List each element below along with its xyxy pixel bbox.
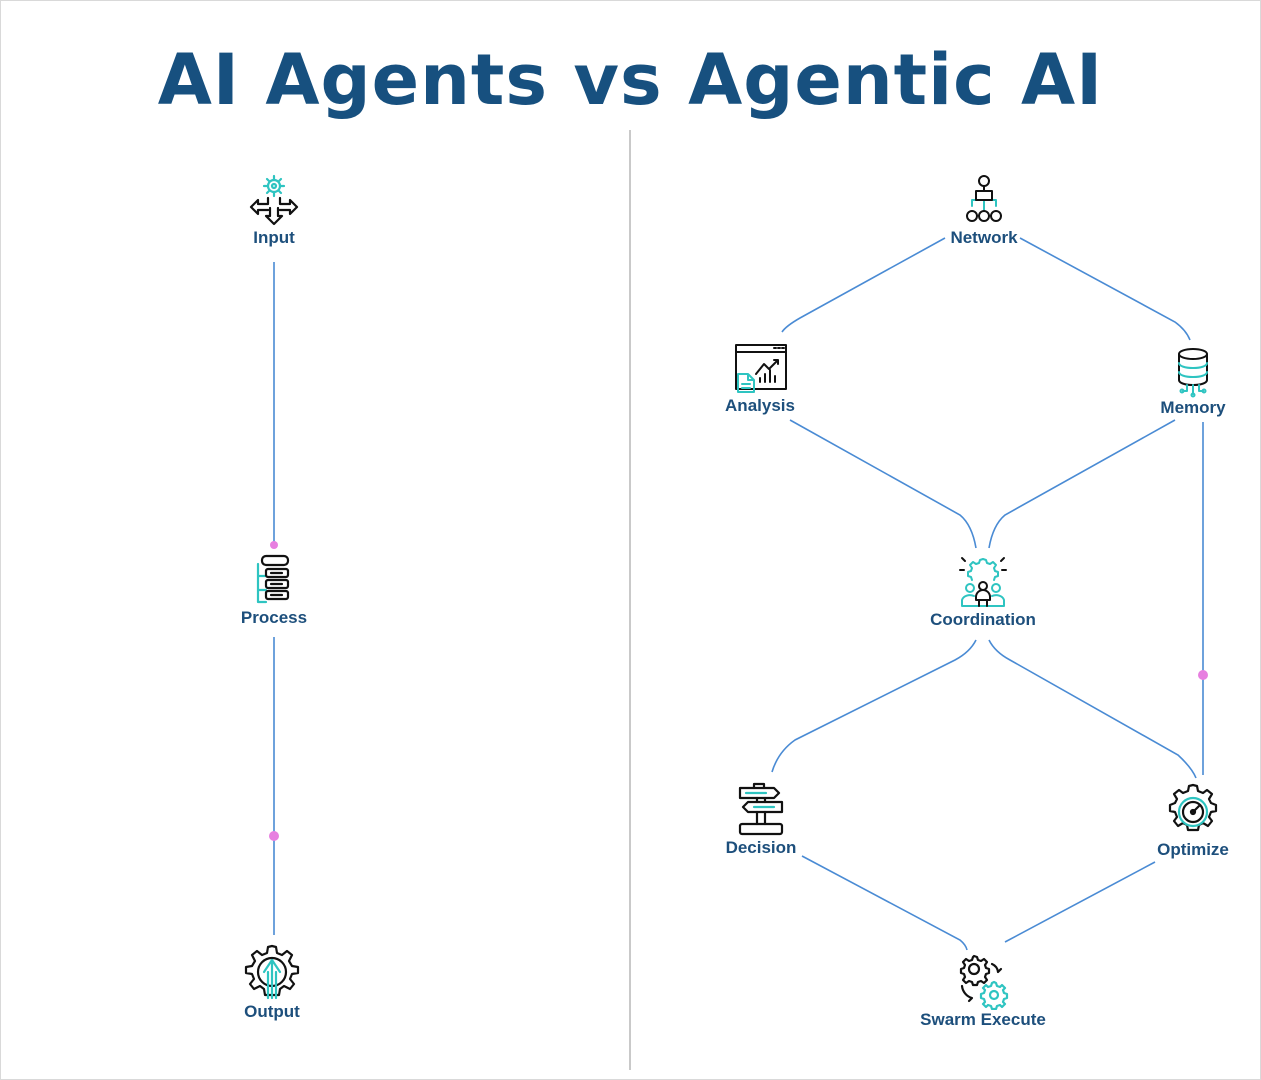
- node-label: Decision: [725, 838, 797, 857]
- signpost-icon: [738, 782, 784, 836]
- node-output: Output: [202, 942, 342, 1022]
- node-memory: Memory: [1123, 342, 1261, 418]
- node-optimize: Optimize: [1123, 782, 1261, 860]
- stacked-layers-icon: [256, 554, 290, 604]
- node-input: Input: [204, 172, 344, 248]
- org-network-icon: [966, 175, 1002, 222]
- node-network: Network: [914, 172, 1054, 248]
- node-process: Process: [204, 552, 344, 628]
- node-swarm-execute: Swarm Execute: [913, 952, 1053, 1030]
- edge-analysis-coordination: [789, 419, 977, 549]
- edge-coordination-decision: [771, 639, 977, 773]
- page-title: AI Agents vs Agentic AI: [157, 39, 1104, 121]
- flow-dot: [269, 831, 279, 841]
- node-coordination: Coordination: [913, 552, 1053, 630]
- node-label: Input: [253, 228, 295, 247]
- edge-network-analysis: [781, 237, 946, 333]
- database-icon: [1178, 348, 1208, 398]
- node-label: Process: [240, 608, 308, 627]
- input-gear-arrows-icon: [249, 174, 299, 226]
- node-label: Swarm Execute: [920, 1010, 1046, 1029]
- edge-memory-coordination: [988, 419, 1176, 549]
- node-decision: Decision: [691, 780, 831, 858]
- edge-coordination-optimize: [988, 639, 1197, 779]
- edge-network-memory: [1019, 237, 1191, 341]
- team-gear-icon: [959, 557, 1007, 607]
- gear-up-arrow-icon: [244, 944, 300, 1000]
- node-label: Network: [950, 228, 1018, 247]
- flow-dot: [1198, 670, 1208, 680]
- gears-cycle-icon: [959, 954, 1009, 1010]
- node-label: Memory: [1160, 398, 1226, 417]
- center-divider: [629, 130, 631, 1070]
- edge-decision-swarm: [801, 855, 968, 951]
- node-label: Optimize: [1157, 840, 1229, 859]
- node-analysis: Analysis: [690, 340, 830, 416]
- node-label: Coordination: [930, 610, 1036, 629]
- speed-gear-icon: [1168, 783, 1218, 832]
- node-label: Output: [244, 1002, 300, 1021]
- analytics-dashboard-icon: [735, 344, 787, 393]
- edge-optimize-swarm: [1004, 861, 1156, 943]
- node-label: Analysis: [725, 396, 795, 415]
- flow-dot: [270, 541, 278, 549]
